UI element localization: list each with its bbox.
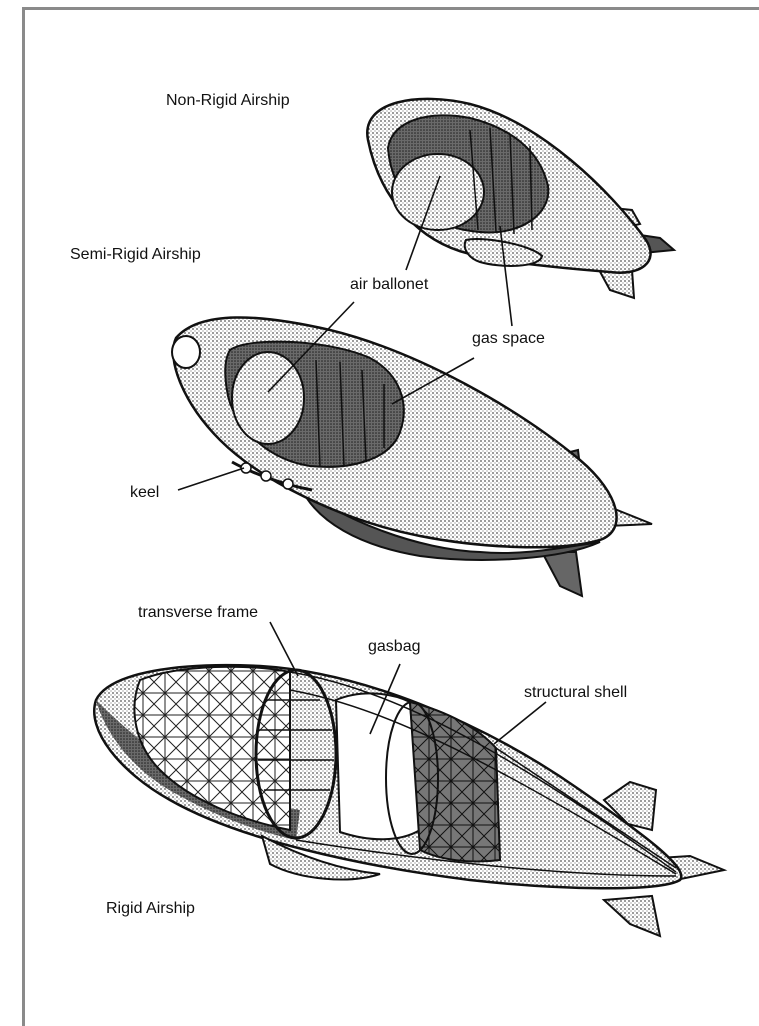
rigid-rear-frame [410,702,500,862]
semi-rigid-airship [172,317,652,596]
non-rigid-title: Non-Rigid Airship [166,92,290,110]
rigid-airship [94,665,724,936]
label-air-ballonet: air ballonet [350,276,428,294]
non-rigid-airship [367,99,674,298]
label-keel: keel [130,484,159,502]
semi-rigid-title: Semi-Rigid Airship [70,246,201,264]
non-rigid-ballonet [392,154,484,230]
keel-leader [178,468,244,490]
rigid-front-frame [134,667,290,830]
label-gas-space: gas space [472,330,545,348]
label-gasbag: gasbag [368,638,421,656]
semi-rigid-nose-cap [172,336,200,368]
structural-shell-leader [494,702,546,744]
label-structural-shell: structural shell [524,684,627,702]
semi-rigid-bottom-fin [542,552,582,596]
label-transverse-frame: transverse frame [138,604,258,622]
rigid-bottom-fin [604,896,660,936]
rigid-title: Rigid Airship [106,900,195,918]
